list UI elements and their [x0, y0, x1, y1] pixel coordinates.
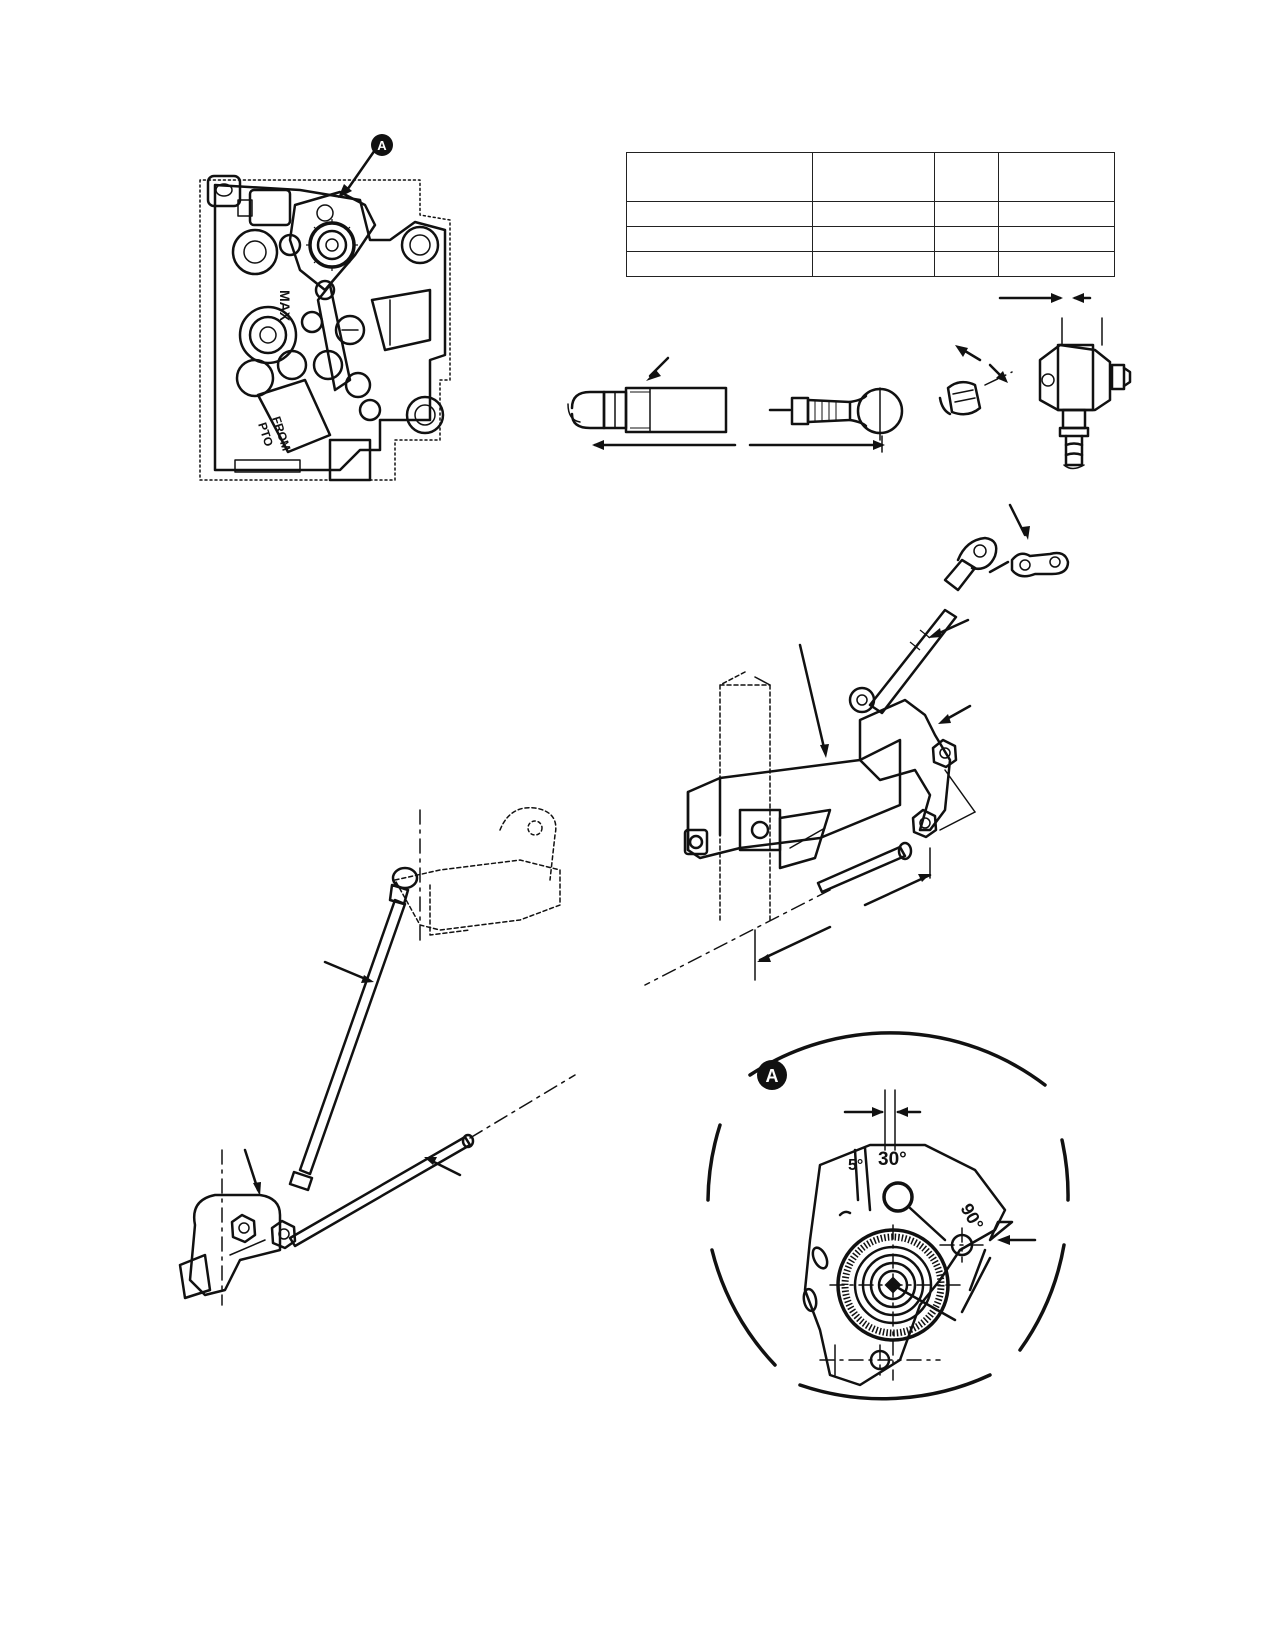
max-label: MAX [277, 290, 293, 322]
lower-linkage-assembly [178, 806, 576, 1306]
valve-fitting-detail [998, 293, 1132, 470]
callout-a-top-label: A [377, 138, 387, 153]
table-cell [998, 251, 1115, 277]
detail-a-view: A 5° 30° 90° [706, 1031, 1070, 1401]
table-cell [626, 226, 813, 252]
table-cell [626, 251, 813, 277]
dial-mark-30-degrees: 30° [878, 1149, 907, 1170]
table-cell [998, 226, 1115, 252]
rod-end-detail [567, 356, 737, 450]
table-cell [812, 201, 935, 227]
callout-a-top: A [338, 134, 393, 198]
dial-mark-90-degrees: 90° [957, 1200, 988, 1234]
table-row [626, 226, 1115, 252]
table-cell [934, 201, 999, 227]
specification-table [626, 152, 1115, 277]
table-cell [812, 251, 935, 277]
callout-a-detail-label: A [766, 1066, 779, 1086]
swivel-joint-detail [938, 345, 1013, 416]
ball-joint-detail [748, 387, 904, 453]
serrated-disc [829, 1224, 966, 1381]
table-row [626, 201, 1115, 227]
dial-mark-5-degrees: 5° [848, 1157, 863, 1174]
table-row [626, 251, 1115, 277]
upper-linkage-assembly [644, 503, 1070, 986]
table-cell [934, 226, 999, 252]
table-cell [934, 152, 999, 202]
pump-assembly-illustration: MAX FROM PTO [199, 174, 451, 482]
